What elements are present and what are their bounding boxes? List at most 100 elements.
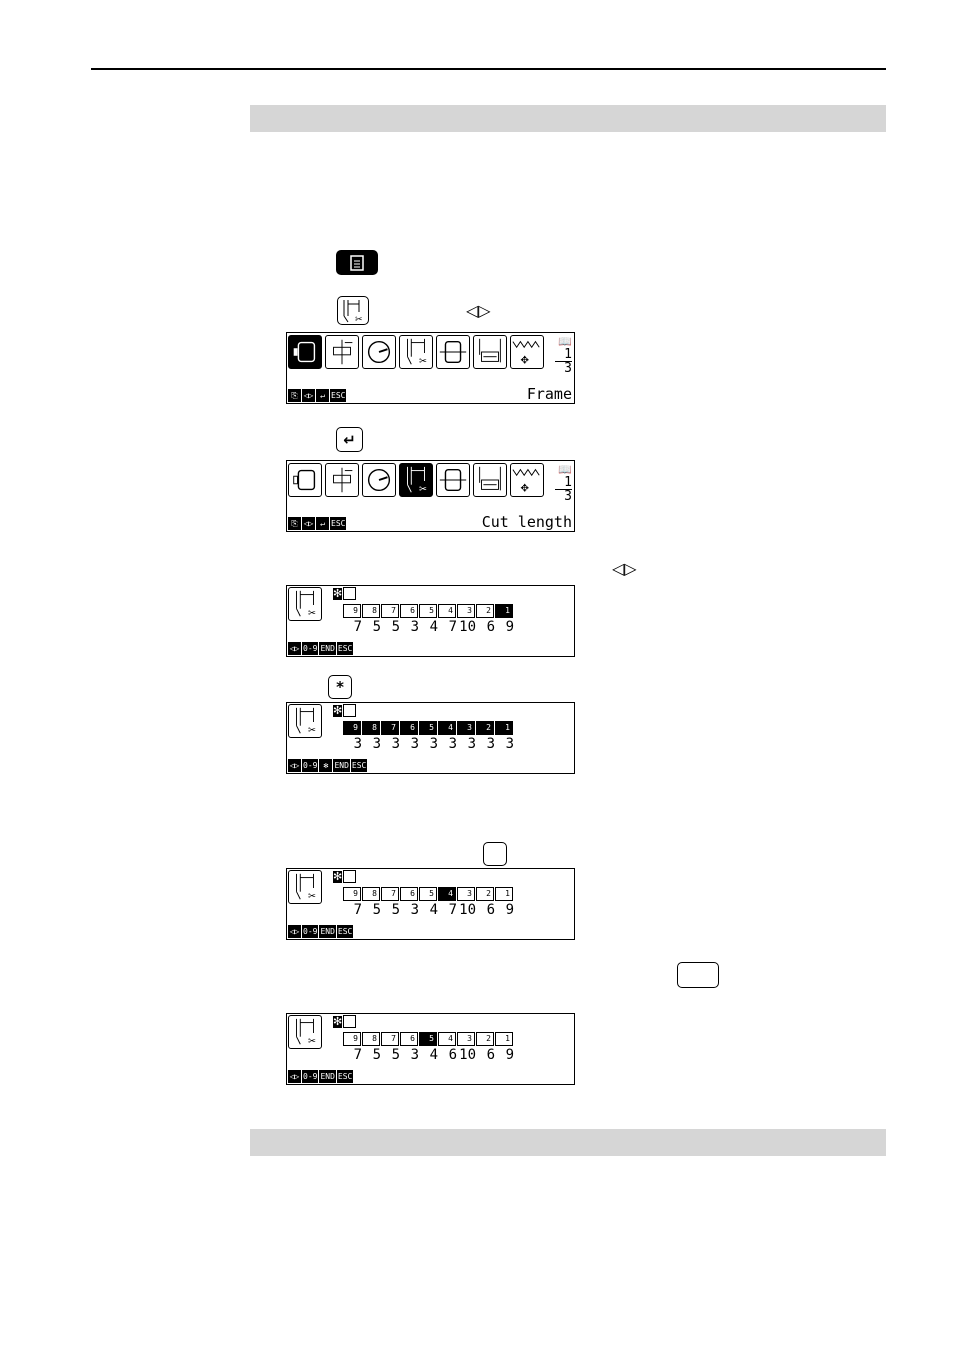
softkey[interactable]: END	[319, 642, 336, 655]
softkey[interactable]: ◁▷	[288, 759, 301, 772]
feed-icon[interactable]	[436, 335, 470, 369]
softkey[interactable]: END	[319, 1070, 336, 1083]
needle-9[interactable]: 9	[343, 887, 361, 901]
needle-3[interactable]: 3	[457, 887, 475, 901]
softkey-enter[interactable]: ↵	[316, 517, 329, 530]
needle-1[interactable]: 1	[495, 1032, 513, 1046]
stitch-width-icon[interactable]	[473, 463, 507, 497]
softkey[interactable]: ◁▷	[288, 1070, 301, 1083]
svg-text:✂: ✂	[419, 356, 427, 367]
softkey[interactable]: ESC	[336, 642, 354, 655]
needle-value: 3	[372, 736, 381, 752]
needle-8[interactable]: 8	[362, 604, 380, 618]
speed-icon[interactable]	[362, 335, 396, 369]
frame-icon[interactable]	[288, 335, 322, 369]
needle-5[interactable]: 5	[419, 887, 437, 901]
softkey[interactable]: ✻	[319, 759, 333, 772]
needle-1[interactable]: 1	[495, 721, 513, 735]
needle-8[interactable]: 8	[362, 721, 380, 735]
softkey-esc[interactable]: ESC	[330, 517, 347, 530]
needle-8[interactable]: 8	[362, 1032, 380, 1046]
needle-7[interactable]: 7	[381, 1032, 399, 1046]
needle-4[interactable]: 4	[438, 887, 456, 901]
needle-value: 3	[410, 736, 419, 752]
needle-value: 4	[429, 619, 438, 635]
svg-text:✂: ✂	[308, 608, 316, 619]
needle-2[interactable]: 2	[476, 604, 494, 618]
needle-6[interactable]: 6	[400, 604, 418, 618]
cut-length-icon[interactable]: ✂	[399, 335, 433, 369]
needle-7[interactable]: 7	[381, 721, 399, 735]
needle-6[interactable]: 6	[400, 1032, 418, 1046]
star-indicator: ✻	[333, 1015, 343, 1028]
stitch-width-icon[interactable]	[473, 335, 507, 369]
needle-3[interactable]: 3	[457, 604, 475, 618]
speed-icon[interactable]	[362, 463, 396, 497]
needle-6[interactable]: 6	[400, 887, 418, 901]
softkey[interactable]: ◁▷	[288, 925, 301, 938]
presser-icon[interactable]	[325, 335, 359, 369]
needle-1[interactable]: 1	[495, 887, 513, 901]
needle-value: 3	[410, 1047, 419, 1063]
softkey-esc[interactable]: ESC	[330, 389, 347, 402]
needle-5[interactable]: 5	[419, 604, 437, 618]
softkey[interactable]: 0-9	[302, 1070, 319, 1083]
needle-2[interactable]: 2	[476, 1032, 494, 1046]
needle-3[interactable]: 3	[457, 1032, 475, 1046]
needle-9[interactable]: 9	[343, 1032, 361, 1046]
softkey[interactable]: 0-9	[302, 642, 319, 655]
softkey[interactable]: ESC	[336, 1070, 354, 1083]
needle-3[interactable]: 3	[457, 721, 475, 735]
needle-7[interactable]: 7	[381, 887, 399, 901]
softkey-doc[interactable]: ⎘	[288, 389, 301, 402]
needle-value: 3	[429, 736, 438, 752]
softkey[interactable]: ESC	[336, 925, 354, 938]
needle-8[interactable]: 8	[362, 887, 380, 901]
cut-length-key[interactable]: ✂	[337, 296, 369, 325]
needle-4[interactable]: 4	[438, 1032, 456, 1046]
cut-length-icon[interactable]: ✂	[399, 463, 433, 497]
softkey-row: ⎘ ◁▷ ↵ ESC	[288, 389, 347, 402]
softkey[interactable]: ◁▷	[288, 642, 301, 655]
softkey-enter[interactable]: ↵	[316, 389, 329, 402]
needle-6[interactable]: 6	[400, 721, 418, 735]
needle-2[interactable]: 2	[476, 887, 494, 901]
star-key[interactable]: *	[328, 675, 352, 699]
softkey[interactable]: ESC	[350, 759, 368, 772]
needle-2[interactable]: 2	[476, 721, 494, 735]
cut-length-icon: ✂	[288, 1015, 322, 1049]
presser-icon[interactable]	[325, 463, 359, 497]
needle-5[interactable]: 5	[419, 721, 437, 735]
needle-4[interactable]: 4	[438, 604, 456, 618]
svg-text:✂: ✂	[308, 725, 316, 736]
svg-text:✂: ✂	[419, 484, 427, 495]
pattern-icon[interactable]: ✥	[510, 335, 544, 369]
enter-key[interactable]: ↵	[336, 427, 363, 452]
menu-key[interactable]	[336, 250, 378, 275]
menu-item-label: Cut length	[481, 513, 572, 531]
needle-4[interactable]: 4	[438, 721, 456, 735]
needle-9[interactable]: 9	[343, 721, 361, 735]
softkey-arrows[interactable]: ◁▷	[302, 517, 315, 530]
softkey[interactable]: 0-9	[302, 925, 319, 938]
enter-value-key[interactable]	[677, 962, 719, 988]
softkey-doc[interactable]: ⎘	[288, 517, 301, 530]
needle-7[interactable]: 7	[381, 604, 399, 618]
softkey[interactable]: END	[333, 759, 350, 772]
needle-9[interactable]: 9	[343, 604, 361, 618]
number-key[interactable]	[483, 842, 507, 866]
needle-value: 9	[505, 902, 514, 918]
needle-5[interactable]: 5	[419, 1032, 437, 1046]
needle-1[interactable]: 1	[495, 604, 513, 618]
softkey-arrows[interactable]: ◁▷	[302, 389, 315, 402]
feed-icon[interactable]	[436, 463, 470, 497]
pattern-icon[interactable]: ✥	[510, 463, 544, 497]
softkey-row: ⎘ ◁▷ ↵ ESC	[288, 517, 347, 530]
softkey[interactable]: 0-9	[302, 759, 319, 772]
left-right-arrow-icon-2: ◁▷	[612, 559, 637, 578]
frame-icon[interactable]	[288, 463, 322, 497]
softkey[interactable]: END	[319, 925, 336, 938]
